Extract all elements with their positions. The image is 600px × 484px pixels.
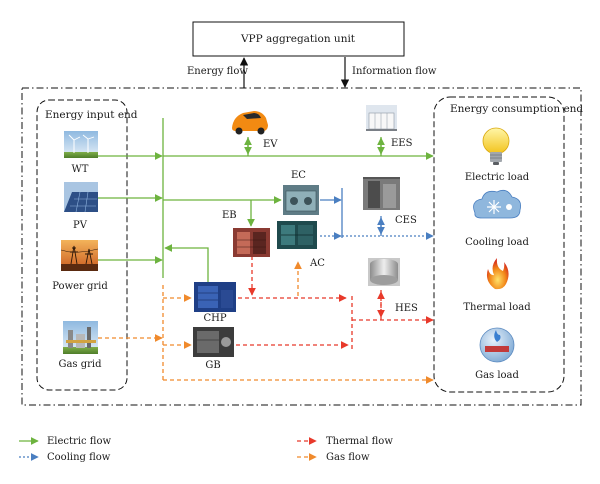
gas-flow-lines bbox=[98, 261, 434, 384]
legend-cooling-label: Cooling flow bbox=[47, 452, 111, 463]
vpp-aggregation-box bbox=[192, 21, 405, 57]
device-eb-label: EB bbox=[222, 210, 237, 221]
input-item-power-grid: Power grid bbox=[52, 281, 108, 292]
legend-electric-label: Electric flow bbox=[47, 436, 112, 447]
energy-flow-label: Energy flow bbox=[187, 66, 248, 77]
ac-absorption-chiller-icon bbox=[277, 221, 317, 249]
flame-icon bbox=[486, 258, 509, 290]
power-grid-icon bbox=[60, 240, 99, 271]
ec-chiller-icon bbox=[283, 185, 319, 215]
device-ac-label: AC bbox=[310, 258, 325, 269]
device-ees-label: EES bbox=[391, 138, 413, 149]
electric-flow-lines bbox=[98, 118, 434, 282]
device-ev-label: EV bbox=[263, 139, 278, 150]
energy-input-panel bbox=[36, 99, 128, 391]
consumption-item-gas-load: Gas load bbox=[475, 370, 519, 381]
legend-thermal-label: Thermal flow bbox=[326, 436, 393, 447]
pv-panel-icon bbox=[64, 182, 98, 213]
legend bbox=[19, 437, 317, 461]
thermal-flow-lines bbox=[236, 256, 434, 350]
device-gb-label: GB bbox=[205, 360, 221, 371]
energy-consumption-title: Energy consumption end bbox=[450, 103, 584, 115]
device-hes-label: HES bbox=[395, 303, 418, 314]
hes-storage-icon bbox=[368, 258, 400, 286]
input-item-wt: WT bbox=[71, 164, 89, 175]
chp-unit-icon bbox=[194, 282, 236, 312]
information-flow-label: Information flow bbox=[352, 66, 437, 77]
legend-gas-label: Gas flow bbox=[326, 452, 370, 463]
eb-boiler-icon bbox=[233, 228, 270, 257]
device-chp-label: CHP bbox=[203, 313, 227, 324]
cooling-cloud-icon bbox=[473, 189, 522, 219]
device-ec-label: EC bbox=[291, 170, 306, 181]
consumption-item-cooling-load: Cooling load bbox=[465, 237, 529, 248]
ees-storage-icon bbox=[366, 105, 397, 131]
vpp-unit-label: VPP aggregation unit bbox=[240, 33, 356, 45]
gas-load-icon bbox=[479, 327, 515, 363]
consumption-item-thermal-load: Thermal load bbox=[463, 302, 531, 313]
energy-input-title: Energy input end bbox=[45, 109, 138, 121]
cooling-flow-lines bbox=[320, 188, 434, 240]
light-bulb-icon bbox=[482, 127, 510, 165]
wind-turbine-icon bbox=[64, 131, 98, 158]
device-ces-label: CES bbox=[395, 215, 417, 226]
ces-storage-icon bbox=[363, 177, 400, 210]
system-boundary bbox=[21, 87, 582, 406]
gb-gas-boiler-icon bbox=[193, 327, 234, 357]
input-item-gas-grid: Gas grid bbox=[58, 359, 102, 370]
consumption-item-electric-load: Electric load bbox=[464, 172, 530, 183]
input-item-pv: PV bbox=[73, 220, 87, 231]
ev-car-icon bbox=[232, 111, 268, 135]
gas-grid-icon bbox=[63, 321, 98, 354]
energy-consumption-panel bbox=[433, 96, 565, 393]
